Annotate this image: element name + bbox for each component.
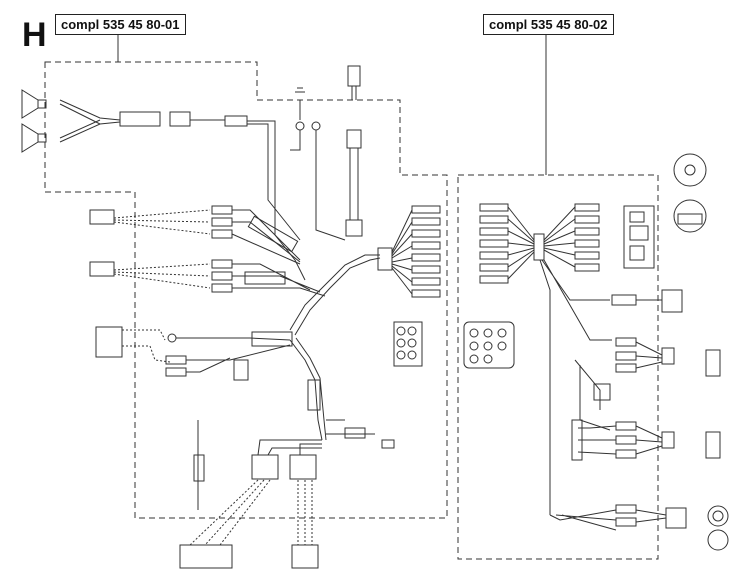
rocker-switch-icon bbox=[661, 347, 675, 365]
section-letter: H bbox=[22, 16, 47, 54]
microswitch-icon bbox=[89, 209, 115, 225]
rocker-switch-icon-2 bbox=[661, 431, 675, 449]
microswitch-icon-2 bbox=[89, 261, 115, 277]
kit1-boundary bbox=[44, 61, 448, 519]
connector-8pin-icon bbox=[393, 321, 423, 367]
kit-label-2: compl 535 45 80-02 bbox=[483, 14, 614, 35]
kit-label-1: compl 535 45 80-01 bbox=[55, 14, 186, 35]
ignition-switch-icon bbox=[665, 507, 687, 529]
hour-meter-icon bbox=[673, 153, 707, 187]
kit2-boundary bbox=[457, 174, 659, 560]
relay-connector-icon bbox=[623, 205, 655, 269]
module-icon bbox=[95, 326, 123, 358]
socket-icon bbox=[661, 289, 683, 313]
connector-socket-icon bbox=[463, 321, 515, 369]
indicator-icon bbox=[673, 199, 707, 233]
headlight-icon bbox=[21, 89, 47, 153]
